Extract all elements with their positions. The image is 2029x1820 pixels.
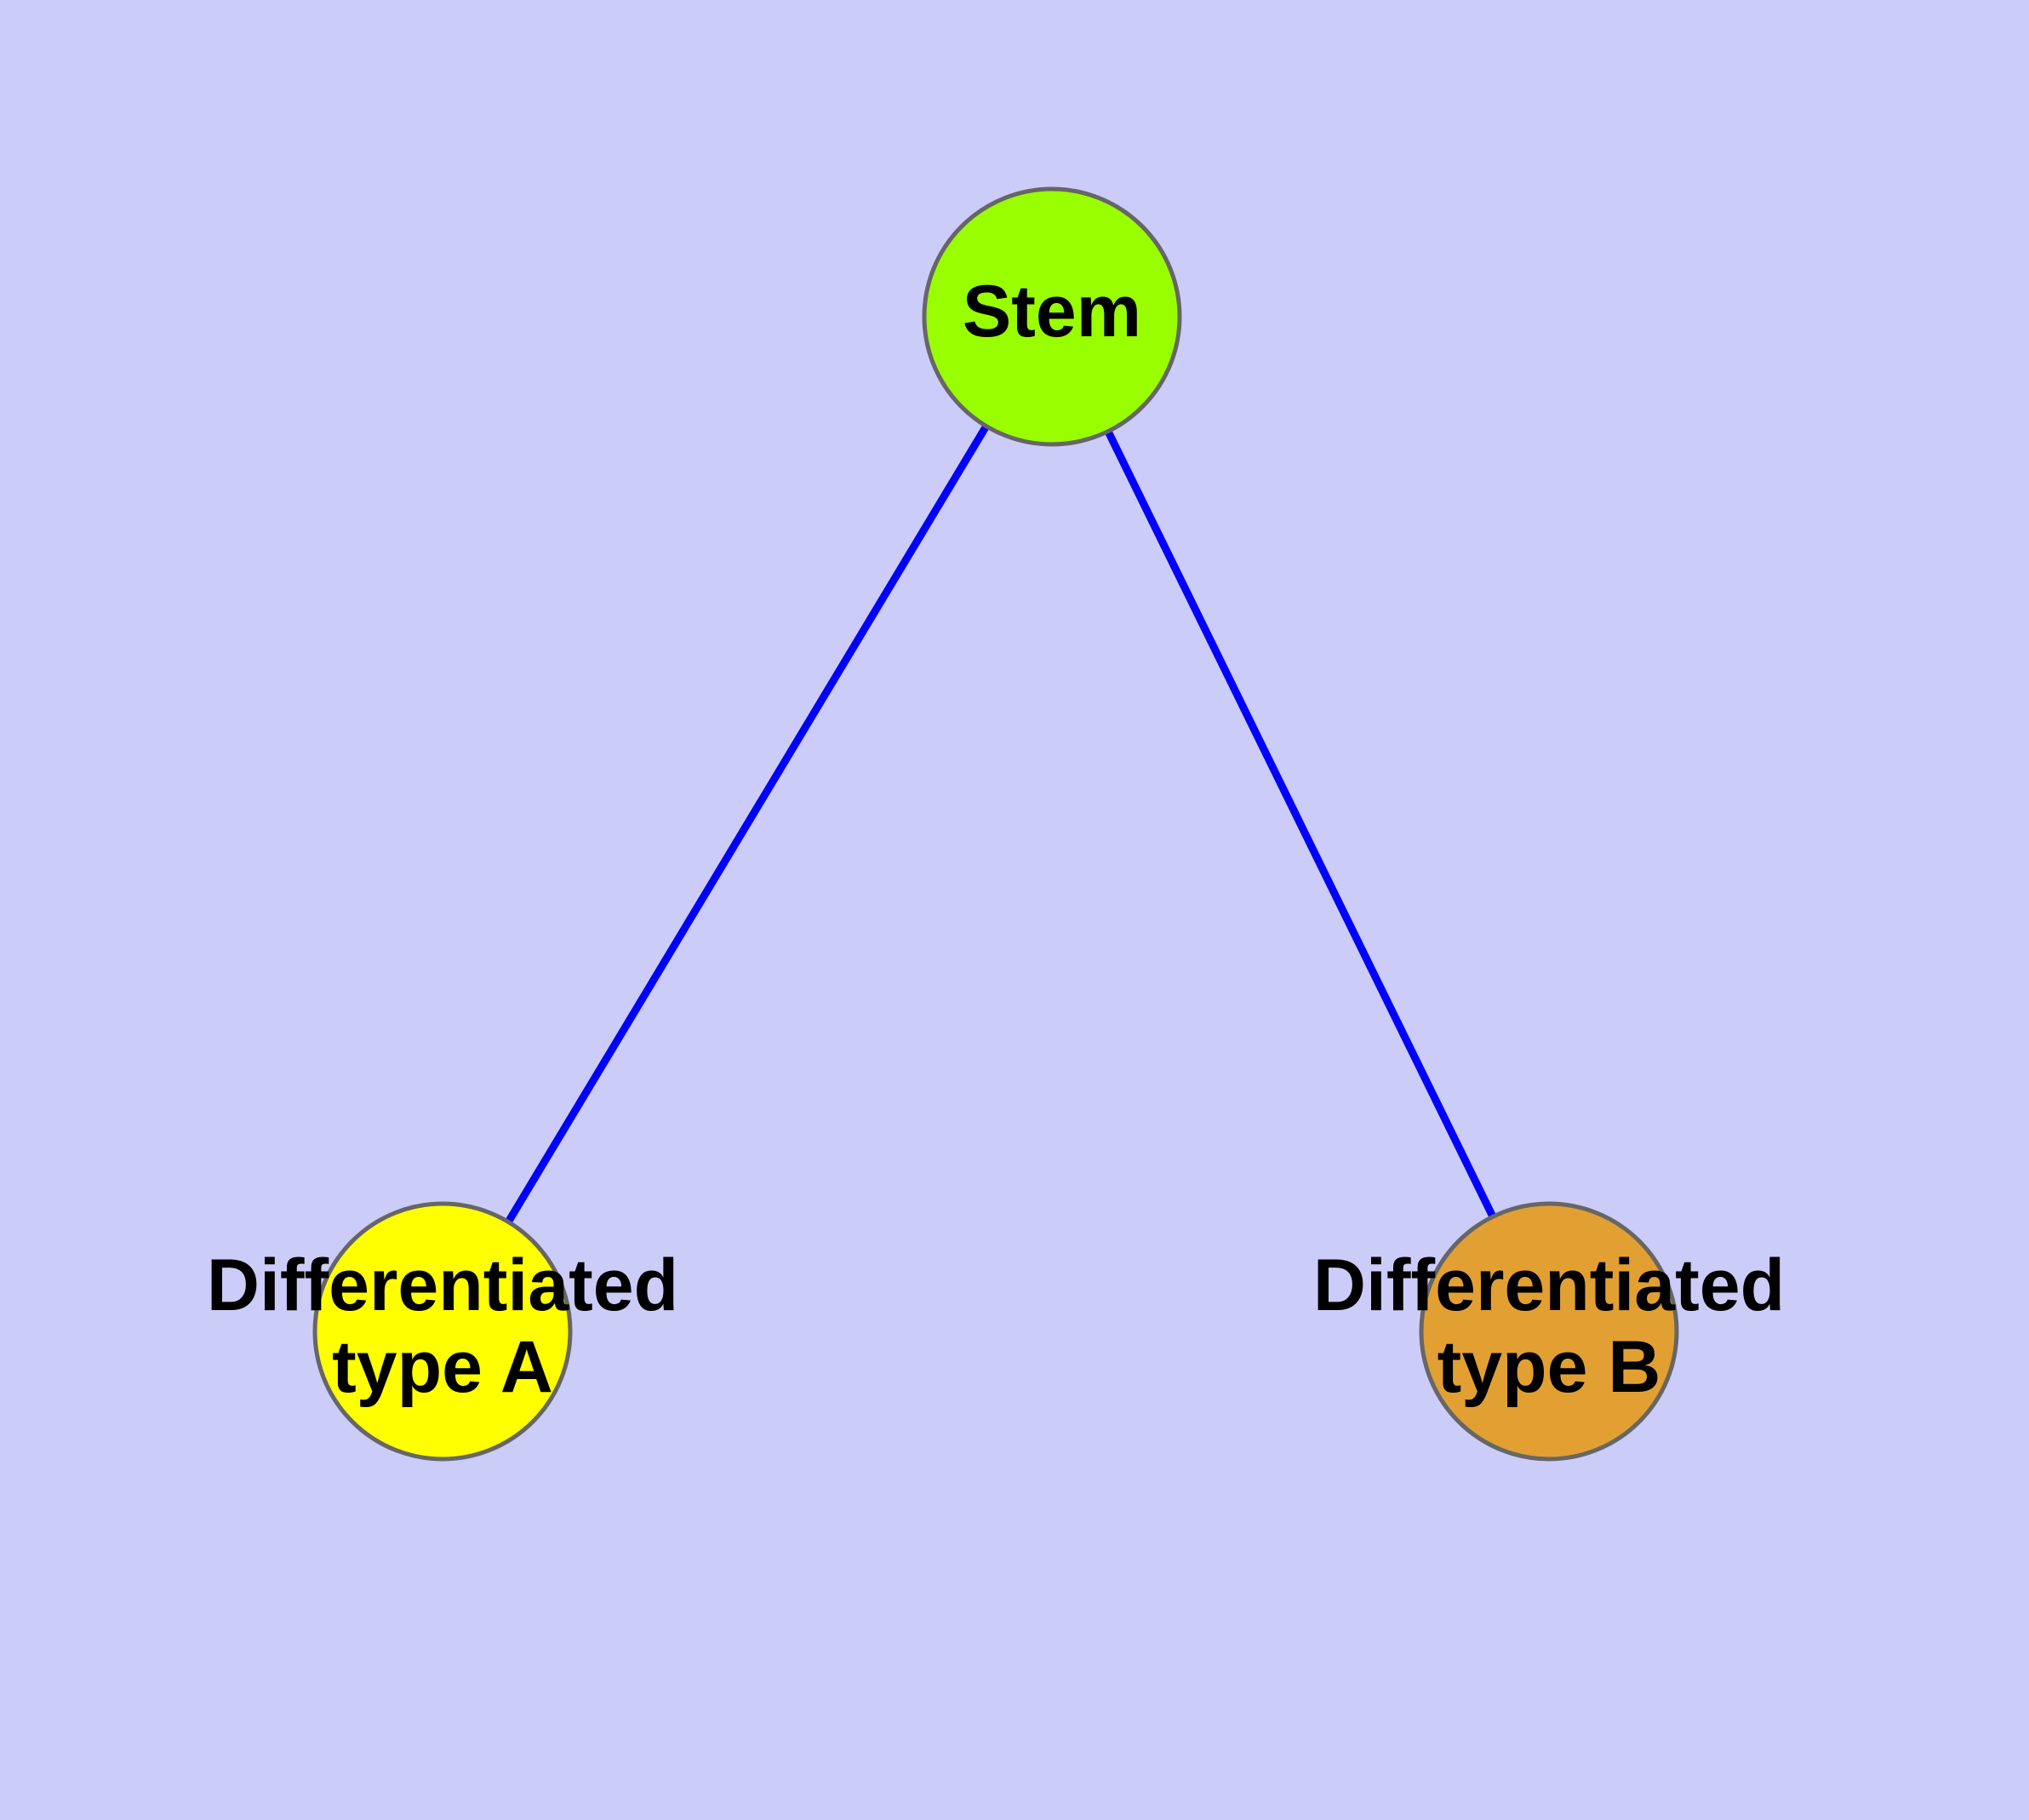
node-label-line: type B bbox=[1437, 1326, 1661, 1408]
graph-edge-stem-to-diff-b[interactable] bbox=[1048, 315, 1553, 1333]
node-label-line: Differentiated bbox=[1313, 1245, 1785, 1326]
graph-edge-stem-to-diff-a[interactable] bbox=[439, 314, 1055, 1334]
node-circle-diff-b[interactable] bbox=[1419, 1201, 1679, 1462]
node-circle-stem[interactable] bbox=[922, 186, 1182, 447]
node-label-line: Stem bbox=[963, 271, 1141, 352]
node-label-line: type A bbox=[332, 1326, 553, 1408]
node-label-line: Differentiated bbox=[207, 1245, 678, 1326]
edge-layer bbox=[439, 314, 1553, 1334]
node-circle-diff-a[interactable] bbox=[312, 1201, 573, 1462]
graph-node-stem[interactable]: Stem bbox=[922, 186, 1182, 447]
node-label-stem: Stem bbox=[963, 271, 1141, 352]
